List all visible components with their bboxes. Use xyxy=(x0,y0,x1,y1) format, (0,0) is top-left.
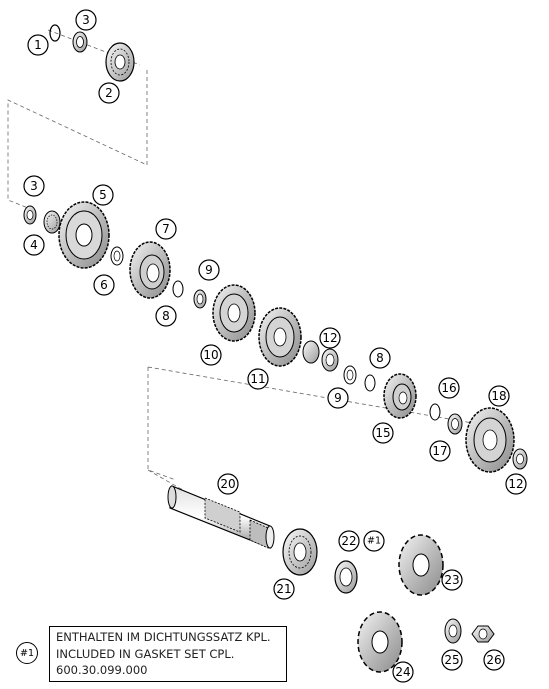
svg-text:18: 18 xyxy=(491,389,506,403)
shaft-seal-part-22 xyxy=(334,560,358,594)
callout-12b: 12 xyxy=(505,473,527,495)
gasket-set-note: ENTHALTEN IM DICHTUNGSSATZ KPL. INCLUDED… xyxy=(49,626,287,682)
bearing-part-21 xyxy=(282,528,318,576)
gear-part-11 xyxy=(258,307,302,367)
callout-3: 3 xyxy=(23,175,45,197)
note-line-german: ENTHALTEN IM DICHTUNGSSATZ KPL. xyxy=(56,630,271,644)
needle-bearing-part-4 xyxy=(43,210,61,234)
callout-11: 11 xyxy=(247,368,269,390)
lock-washer-part-25 xyxy=(444,618,462,644)
sprocket-part-24 xyxy=(357,611,403,673)
callout-8b: 8 xyxy=(369,347,391,369)
svg-text:1: 1 xyxy=(34,38,42,52)
callout-16: 16 xyxy=(438,377,460,399)
callout-7: 7 xyxy=(155,218,177,240)
callout-12: 12 xyxy=(319,327,341,349)
svg-text:23: 23 xyxy=(444,573,459,587)
callout-1: 1 xyxy=(27,34,49,56)
guide-lines xyxy=(7,29,491,541)
circlip-part-1 xyxy=(49,24,61,42)
svg-text:2: 2 xyxy=(105,86,113,100)
sprocket-part-23 xyxy=(398,534,444,596)
callout-note-ref: #1 xyxy=(363,530,385,552)
callout-18: 18 xyxy=(488,385,510,407)
svg-text:10: 10 xyxy=(203,348,218,362)
callout-17: 17 xyxy=(429,440,451,462)
callout-8: 8 xyxy=(155,305,177,327)
svg-text:4: 4 xyxy=(30,238,38,252)
callout-2: 2 xyxy=(98,82,120,104)
svg-text:8: 8 xyxy=(376,351,384,365)
svg-text:16: 16 xyxy=(441,381,456,395)
washer-part-3-top xyxy=(72,31,88,53)
svg-text:11: 11 xyxy=(250,372,265,386)
callout-9: 9 xyxy=(198,259,220,281)
svg-text:12: 12 xyxy=(508,477,523,491)
callout-9b: 9 xyxy=(327,387,349,409)
note-part-number: 600.30.099.000 xyxy=(56,663,148,677)
callout-6: 6 xyxy=(93,274,115,296)
washer-part-16 xyxy=(429,403,441,421)
svg-text:15: 15 xyxy=(375,426,390,440)
needle-bearing-part-12b xyxy=(512,448,528,470)
washer-part-8b xyxy=(364,374,376,392)
callout-21: 21 xyxy=(273,578,295,600)
svg-text:8: 8 xyxy=(162,309,170,323)
gear-part-15 xyxy=(383,373,417,419)
svg-text:3: 3 xyxy=(82,13,90,27)
gear-part-7 xyxy=(129,241,171,299)
svg-text:17: 17 xyxy=(432,444,447,458)
svg-text:21: 21 xyxy=(276,582,291,596)
svg-text:24: 24 xyxy=(395,665,410,679)
note-reference-marker: #1 xyxy=(16,642,38,664)
gear-part-18 xyxy=(465,407,515,473)
gear-part-5 xyxy=(58,201,110,269)
callout-10: 10 xyxy=(200,344,222,366)
callout-3-top: 3 xyxy=(75,9,97,31)
callout-25: 25 xyxy=(441,649,463,671)
svg-text:6: 6 xyxy=(100,278,108,292)
washer-part-9 xyxy=(193,289,207,309)
washer-part-17 xyxy=(447,413,463,435)
svg-text:25: 25 xyxy=(444,653,459,667)
svg-text:#1: #1 xyxy=(367,536,381,547)
callout-26: 26 xyxy=(483,649,505,671)
svg-text:5: 5 xyxy=(99,188,107,202)
callout-20: 20 xyxy=(217,473,239,495)
svg-text:9: 9 xyxy=(205,263,213,277)
washer-part-6 xyxy=(110,246,124,266)
nut-part-26 xyxy=(471,625,495,643)
callout-24: 24 xyxy=(392,661,414,683)
washer-part-8 xyxy=(172,280,184,298)
svg-text:22: 22 xyxy=(341,534,356,548)
washer-part-9b xyxy=(343,365,357,385)
svg-text:9: 9 xyxy=(334,391,342,405)
callout-5: 5 xyxy=(92,184,114,206)
washer-part-3 xyxy=(23,205,37,225)
needle-bearing-part-12 xyxy=(302,340,339,372)
svg-text:20: 20 xyxy=(220,477,235,491)
callout-23: 23 xyxy=(441,569,463,591)
main-shaft-part-20 xyxy=(167,485,275,549)
svg-text:12: 12 xyxy=(322,331,337,345)
callout-15: 15 xyxy=(372,422,394,444)
bearing-part-2 xyxy=(105,42,135,82)
gear-part-10 xyxy=(212,284,256,342)
svg-text:26: 26 xyxy=(486,653,501,667)
note-line-english: INCLUDED IN GASKET SET CPL. xyxy=(56,646,235,661)
callout-4: 4 xyxy=(23,234,45,256)
callout-22: 22 xyxy=(338,530,360,552)
svg-text:7: 7 xyxy=(162,222,170,236)
svg-text:3: 3 xyxy=(30,179,38,193)
